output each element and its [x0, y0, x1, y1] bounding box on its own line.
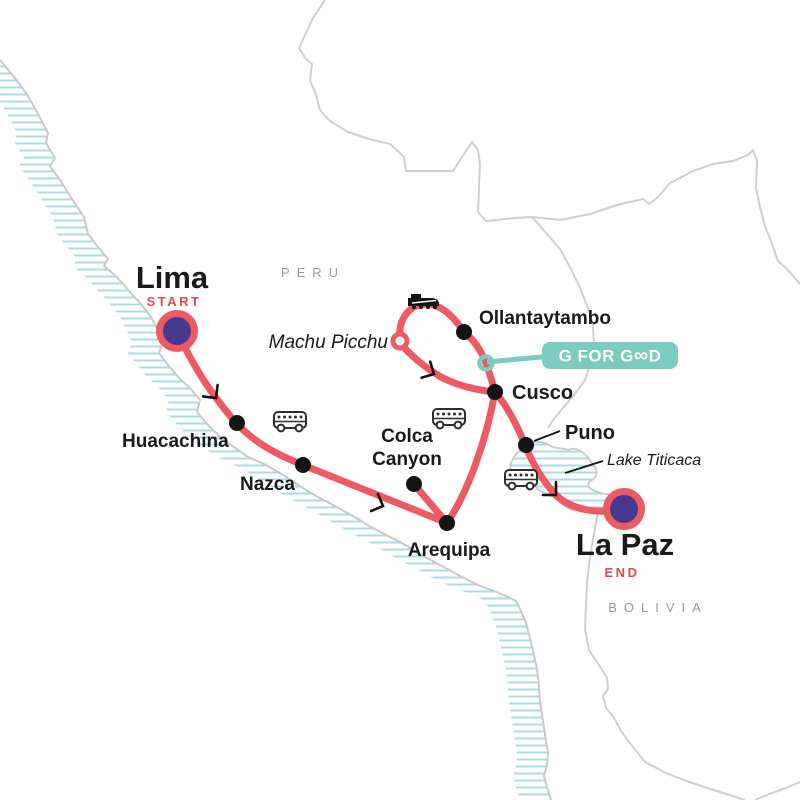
label-cusco: Cusco	[512, 382, 573, 404]
coastline	[0, 59, 552, 800]
ocean-hatching	[0, 60, 551, 800]
region-label-peru: PERU	[281, 265, 345, 280]
label-end: END	[605, 565, 640, 580]
stop-dot-cusco	[487, 384, 503, 400]
leader-line-puno	[533, 430, 561, 442]
label-huacachina: Huacachina	[122, 431, 229, 452]
route-cusco-ollantaytambo	[460, 328, 499, 396]
bus-icon	[432, 408, 466, 430]
label-machu-picchu: Machu Picchu	[269, 332, 389, 353]
route-lima-arequipa	[173, 327, 451, 527]
border-chile-corner	[754, 781, 800, 800]
route-machupicchu-cusco	[397, 340, 499, 396]
border-peru-north	[298, 0, 800, 285]
gforgood-point	[477, 354, 495, 372]
stop-dot-huacachina	[229, 415, 245, 431]
bus-icon	[504, 469, 538, 491]
stop-dot-ollantaytambo	[456, 324, 472, 340]
label-lake-titicaca: Lake Titicaca	[607, 452, 701, 469]
start-marker	[156, 310, 198, 352]
bus-icon	[273, 411, 307, 433]
machu-picchu-ring	[390, 331, 410, 351]
stop-dot-puno	[518, 437, 534, 453]
border-bolivia-south	[584, 511, 746, 800]
route-cusco-lapaz	[491, 388, 628, 515]
stop-dot-arequipa	[439, 515, 455, 531]
leader-line-titicaca	[564, 460, 604, 474]
stop-dot-colca-canyon	[406, 476, 422, 492]
end-marker	[603, 488, 645, 530]
label-puno: Puno	[565, 422, 615, 444]
gforgood-connector	[486, 353, 553, 365]
gforgood-badge	[542, 342, 678, 369]
label-lima: Lima	[136, 260, 209, 295]
route-arequipa-cusco	[443, 388, 499, 527]
region-label-bolivia: BOLIVIA	[608, 600, 708, 615]
label-start: START	[147, 294, 202, 309]
stop-dot-nazca	[295, 457, 311, 473]
border-peru-bolivia	[531, 216, 595, 429]
route-sacred-valley-loop	[396, 300, 468, 342]
label-colca-line2: Canyon	[372, 449, 442, 470]
label-colca-line1: Colca	[381, 426, 433, 447]
label-arequipa: Arequipa	[408, 540, 491, 561]
gforgood-label: G FOR G∞D	[559, 345, 662, 367]
label-nazca: Nazca	[240, 474, 295, 495]
label-la-paz: La Paz	[576, 527, 674, 562]
infinity-icon: ∞	[634, 345, 649, 367]
label-ollantaytambo: Ollantaytambo	[479, 308, 611, 329]
